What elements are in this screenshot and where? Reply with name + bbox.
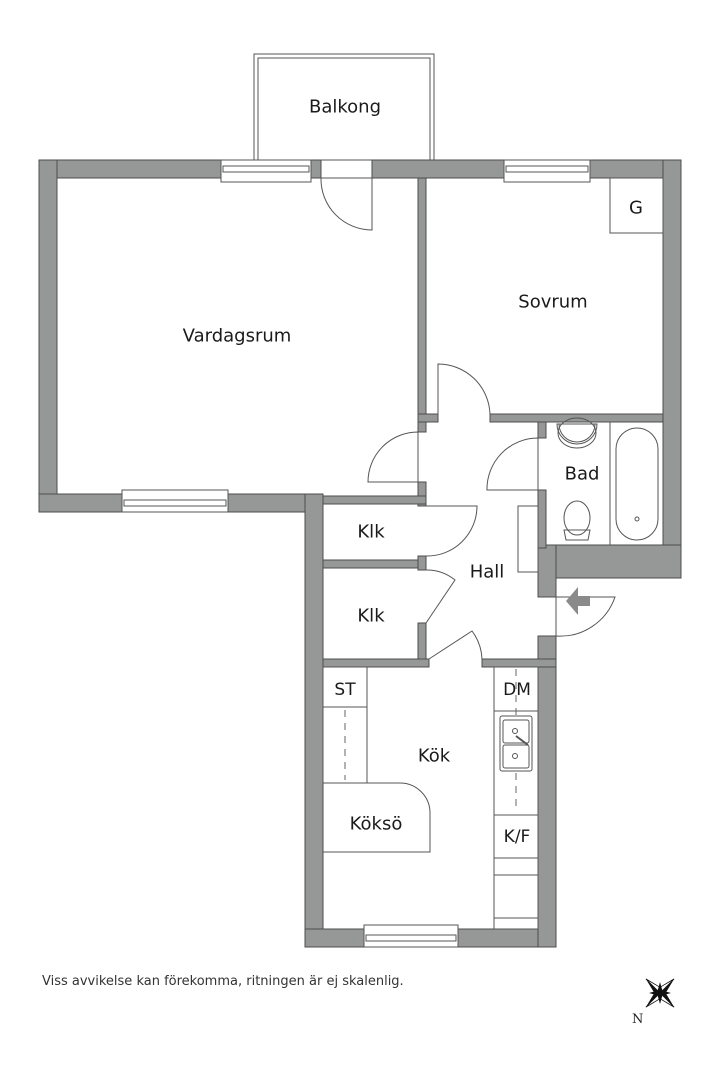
fixture-label-kf: K/F — [503, 827, 531, 847]
room-label-balkong: Balkong — [308, 96, 382, 118]
room-label-vardagsrum: Vardagsrum — [182, 325, 292, 347]
doors — [320, 177, 616, 660]
room-label-kokso: Köksö — [349, 813, 403, 835]
room-label-sovrum: Sovrum — [518, 291, 588, 313]
room-label-hall: Hall — [469, 561, 505, 583]
fixture-label-st: ST — [334, 680, 356, 700]
room-label-klk-lower: Klk — [357, 605, 385, 627]
compass-rose-icon — [645, 978, 675, 1008]
room-label-kok: Kök — [417, 745, 451, 767]
windows — [121, 159, 591, 948]
fixture-label-dm: DM — [503, 680, 531, 700]
disclaimer-text: Viss avvikelse kan förekomma, ritningen … — [42, 974, 404, 989]
room-label-garderob: G — [629, 197, 643, 219]
bathroom-fixtures — [556, 417, 659, 545]
compass-north-label: N — [632, 1012, 644, 1027]
room-label-klk-upper: Klk — [357, 521, 385, 543]
balcony — [253, 53, 435, 161]
kitchen-fixtures — [322, 666, 539, 930]
wardrobe — [609, 177, 664, 234]
entrance-arrow-icon — [566, 587, 590, 615]
walls — [38, 159, 682, 948]
room-label-bad: Bad — [564, 463, 600, 485]
